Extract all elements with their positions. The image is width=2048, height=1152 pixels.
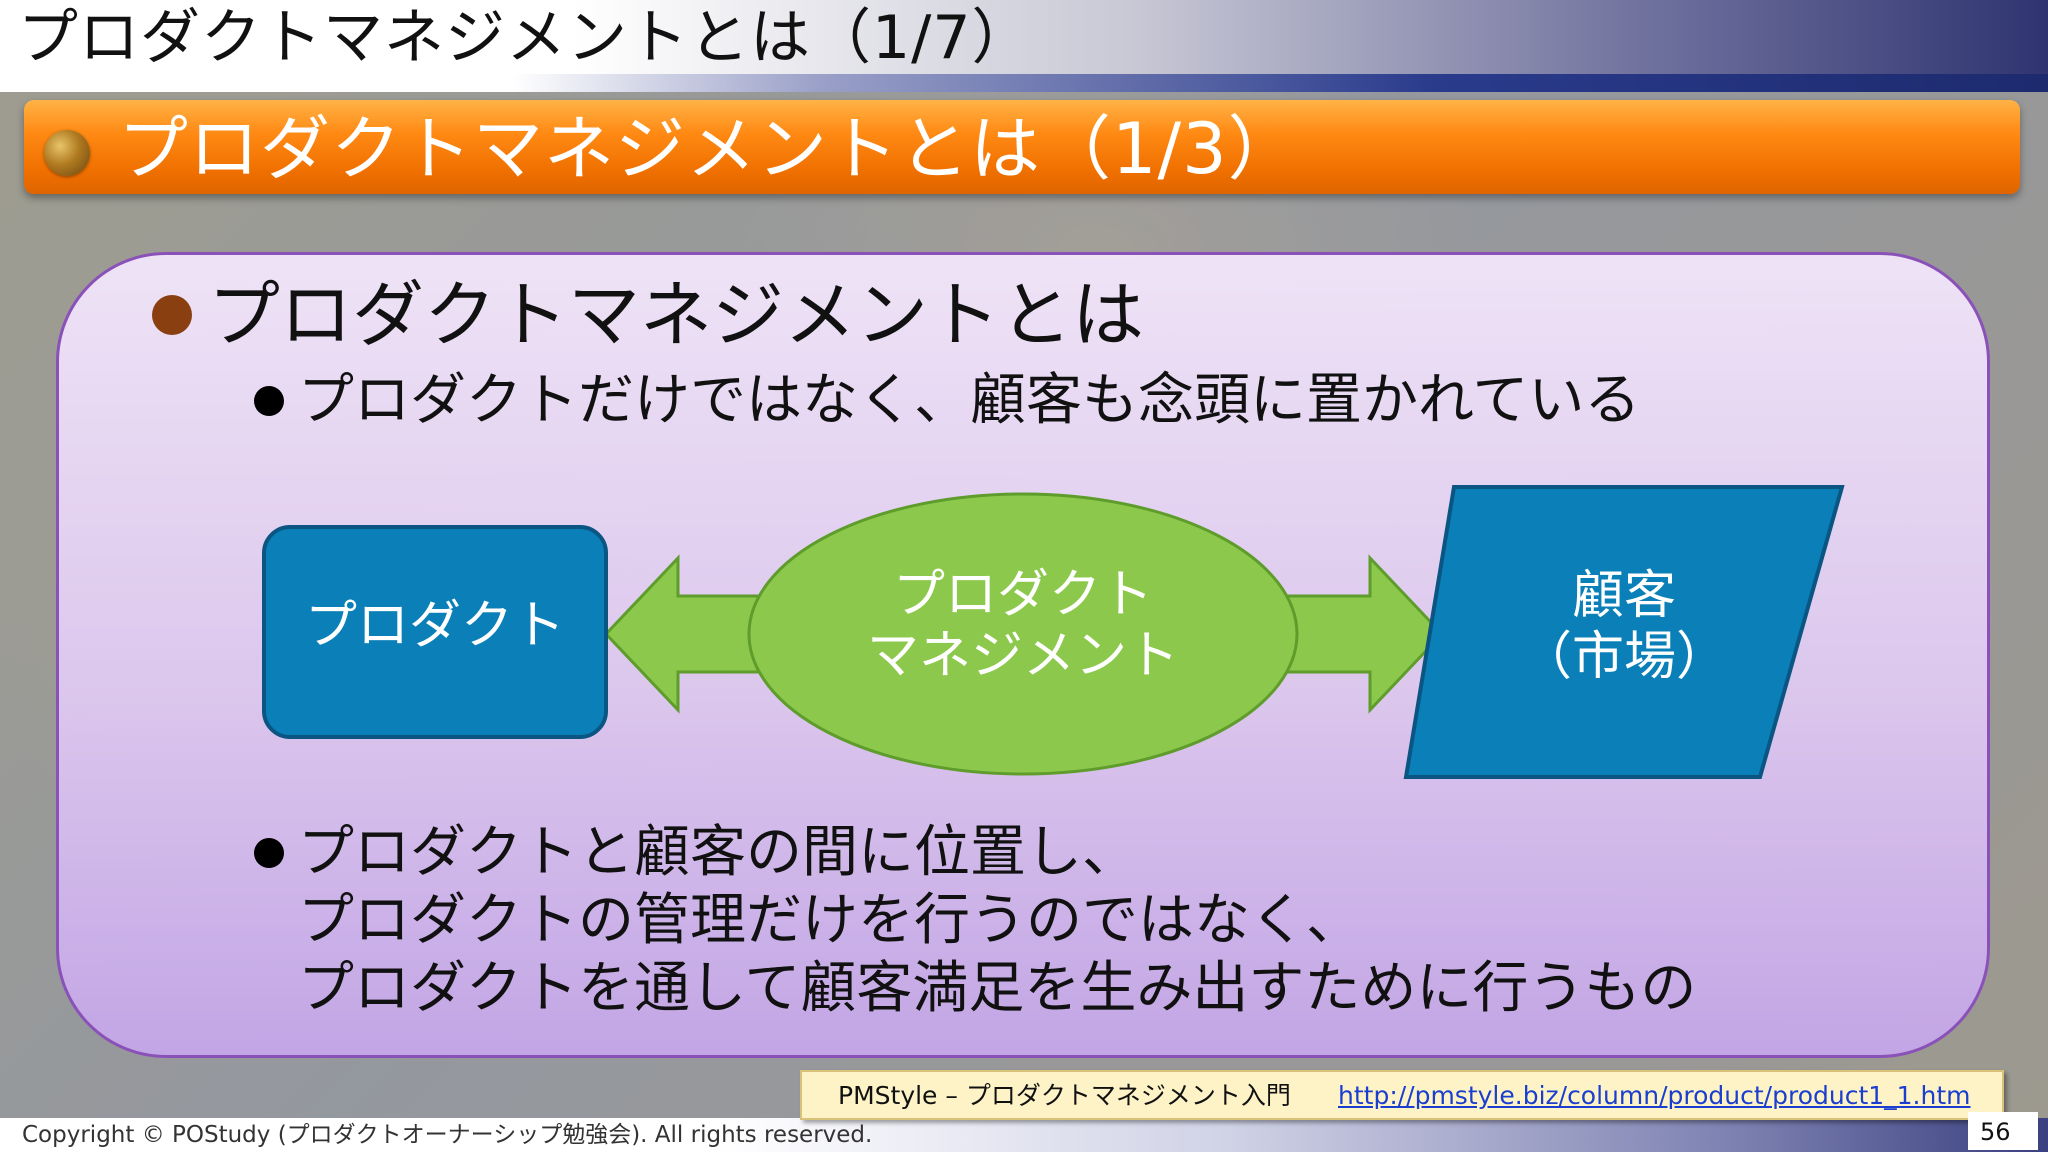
page-number-box (1968, 1112, 2038, 1150)
section-bullet-icon (44, 130, 90, 176)
title-bar (0, 0, 2048, 74)
source-link[interactable]: http://pmstyle.biz/column/product/produc… (1338, 1081, 1971, 1110)
customer-parallelogram (1403, 485, 1845, 779)
section-header: プロダクトマネジメントとは（1/3） (118, 108, 1299, 190)
sub-point-2-line3: プロダクトを通して顧客満足を生み出すために行うもの (298, 956, 1697, 1021)
page-number: 56 (1980, 1118, 2011, 1146)
product-box (262, 525, 608, 739)
copyright-text: Copyright © POStudy (プロダクトオーナーシップ勉強会). A… (22, 1122, 873, 1148)
product-box-label: プロダクト (304, 596, 565, 656)
source-label: PMStyle – プロダクトマネジメント入門 (838, 1081, 1291, 1110)
section-header-bar (24, 100, 2020, 194)
sub-bullet-icon (254, 838, 284, 868)
footer-bar (0, 1118, 2048, 1152)
slide-title: プロダクトマネジメントとは（1/7） (18, 3, 1033, 73)
sub-point-2-line2: プロダクトの管理だけを行うのではなく、 (298, 888, 1362, 953)
main-point: プロダクトマネジメントとは (208, 273, 1145, 357)
sub-point-2-line1: プロダクトと顧客の間に位置し、 (298, 820, 1138, 885)
pm-ellipse-label-line1: プロダクト (892, 565, 1153, 625)
product-management-ellipse (747, 492, 1299, 776)
customer-label-line2: （市場） (1519, 627, 1728, 687)
sub-bullet-icon (254, 386, 284, 416)
title-bar-accent (0, 74, 2048, 92)
customer-label-line1: 顧客 (1571, 566, 1676, 626)
main-bullet-icon (152, 295, 192, 335)
sub-point-1: プロダクトだけではなく、顧客も念頭に置かれている (298, 368, 1641, 433)
source-box: PMStyle – プロダクトマネジメント入門 http://pmstyle.b… (800, 1070, 2004, 1120)
pm-ellipse-label-line2: マネジメント (866, 626, 1179, 686)
